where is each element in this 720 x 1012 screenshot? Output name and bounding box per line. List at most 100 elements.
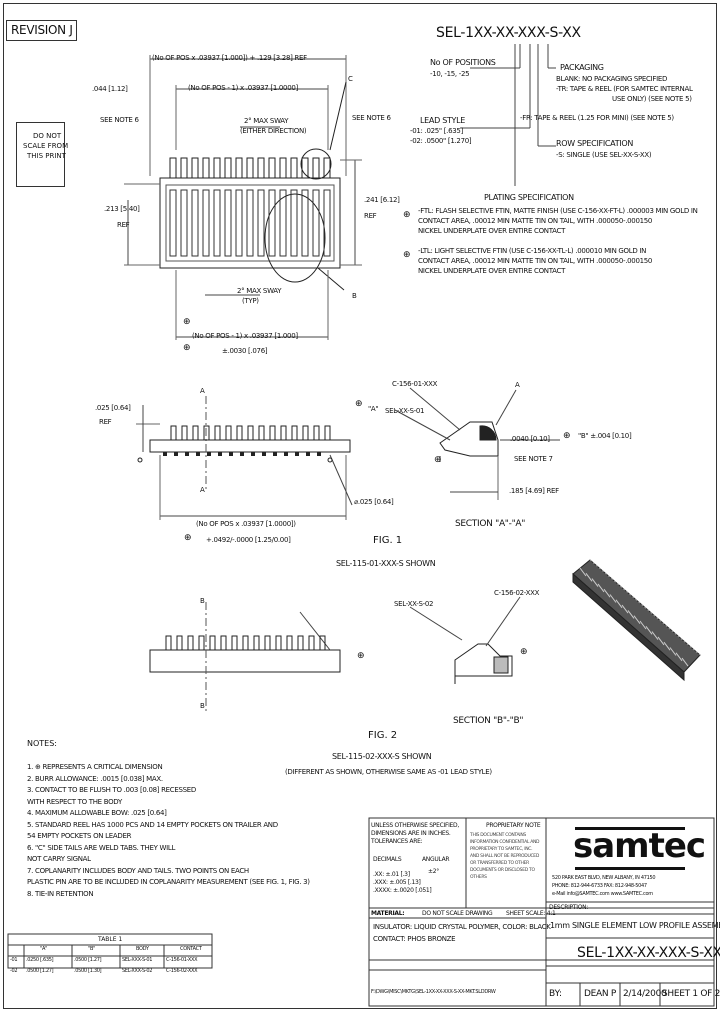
table-cell: SEL-XXX-S-01	[122, 957, 153, 963]
note-line: 6. "C" SIDE TAILS ARE WELD TABS. THEY WI…	[27, 843, 176, 852]
fig1-side-view	[136, 396, 353, 520]
section-bb-drawing	[409, 596, 521, 684]
fig2-title: FIG. 2	[368, 730, 398, 741]
sel-xx-s-02-label: SEL-XX-S-02	[394, 600, 434, 608]
dim-overall-length: (No OF POS x .03937 [1.000]) + .129 [3.2…	[152, 54, 307, 62]
tb-angular: ANGULAR	[422, 856, 450, 863]
fig2-contact	[198, 635, 205, 651]
fig1-contact	[181, 425, 188, 441]
table-cell: -02	[10, 968, 18, 974]
tb-decimal: DECIMALS	[373, 856, 402, 863]
note-line: WITH RESPECT TO THE BODY	[27, 797, 122, 806]
do-not-scale-line3: THIS PRINT	[27, 152, 66, 160]
tb-by-label: BY:	[549, 989, 563, 999]
either-direction: (EITHER DIRECTION)	[240, 127, 307, 135]
fig2-contact	[165, 635, 172, 651]
contact-slot	[301, 189, 309, 257]
star-b-label: "B" ±.004 [0.10]	[578, 432, 632, 440]
contact-slot	[246, 189, 254, 257]
fig1-foot	[185, 452, 189, 456]
packaging-line1: BLANK: NO PACKAGING SPECIFIED	[556, 75, 668, 83]
render-contact	[603, 588, 611, 598]
note-line: NOT CARRY SIGNAL	[27, 855, 91, 863]
fig1-contact	[291, 425, 298, 441]
section-bb-title: SECTION "B"-"B"	[453, 716, 524, 726]
table1-grid	[7, 933, 213, 969]
fig1-foot	[174, 452, 178, 456]
fig2-contact	[187, 635, 194, 651]
tb-ang: ±2°	[428, 868, 439, 875]
critical-dim-icon: ⊕	[434, 455, 442, 465]
fig2-contact	[253, 635, 260, 651]
fig2-contact	[275, 635, 282, 651]
plating-label: PLATING SPECIFICATION	[484, 193, 574, 202]
fig1-foot	[284, 452, 288, 456]
fig1-contact	[214, 425, 221, 441]
fig1-contact	[247, 425, 254, 441]
plating-line1: -FTL: FLASH SELECTIVE FTIN, MATTE FINISH…	[418, 207, 698, 215]
sel-xx-s-01-label: SEL-XX-S-01	[385, 407, 425, 415]
table-header-cell: BODY	[136, 946, 149, 952]
dim-025: .025 [0.64]	[95, 404, 131, 412]
dim-213-ref: REF	[117, 221, 130, 229]
tb-description-label: DESCRIPTION:	[549, 904, 589, 911]
contact-tail	[224, 157, 232, 178]
tb-contact: CONTACT: PHOS BRONZE	[373, 935, 456, 943]
render-contact	[633, 615, 641, 625]
dim-241-ref: REF	[364, 212, 377, 220]
tb-address: 520 PARK EAST BLVD, NEW ALBANY, IN 47150	[552, 875, 656, 881]
tb-description: 1mm SINGLE ELEMENT LOW PROFILE ASSEMBLY	[550, 921, 720, 930]
fig2-contact	[319, 635, 326, 651]
table-header-cell: "A"	[40, 946, 48, 952]
render-contact	[639, 620, 647, 630]
render-contact	[663, 641, 671, 651]
section-a-bottom-label: A	[200, 486, 205, 494]
samtec-logo-bar	[575, 827, 685, 830]
fig1-contact	[258, 425, 265, 441]
see-note6-left: SEE NOTE 6	[100, 116, 139, 124]
critical-dim-icon: ⊕	[403, 250, 411, 260]
note-line: 1. ⊕ REPRESENTS A CRITICAL DIMENSION	[27, 763, 163, 771]
plating-line3: NICKEL UNDERPLATE OVER ENTIRE CONTACT	[418, 227, 566, 235]
fig1-subtitle: SEL-115-01-XXX-S SHOWN	[336, 559, 436, 568]
contact-slot	[191, 189, 199, 257]
table-cell: .0500 [1.27]	[74, 957, 102, 963]
section-a-top-label: A	[200, 387, 205, 395]
tb-proprietary-text: THIS DOCUMENT CONTAINS INFORMATION CONFI…	[470, 833, 540, 880]
table-cell: .0500 [1.30]	[74, 968, 102, 974]
fig1-foot	[306, 452, 310, 456]
see-note7: SEE NOTE 7	[514, 455, 553, 463]
lead-style-02: -02: .0500" [1.270]	[410, 137, 472, 145]
contact-tail	[301, 157, 309, 178]
dim-bottom-tol: ±.0030 [.076]	[222, 347, 268, 355]
contact-tail	[213, 157, 221, 178]
critical-dim-icon: ⊕	[355, 399, 363, 409]
critical-dim-icon: ⊕	[520, 647, 528, 657]
contact-tail	[312, 157, 320, 178]
contact-slot	[169, 189, 177, 257]
note-line: PLASTIC PIN ARE TO BE INCLUDED IN COPLAN…	[27, 878, 310, 886]
dim-025-ref: REF	[99, 418, 112, 426]
contact-tail	[290, 157, 298, 178]
contact-tail	[191, 157, 199, 178]
render-contact	[585, 572, 593, 582]
row-spec-label: ROW SPECIFICATION	[556, 139, 634, 148]
fig2-contact	[220, 635, 227, 651]
note-line: 3. CONTACT TO BE FLUSH TO .003 [0.08] RE…	[27, 786, 197, 794]
fig1-foot	[273, 452, 277, 456]
tb-date: 2/14/2000	[623, 989, 667, 999]
section-aa-title: SECTION "A"-"A"	[455, 519, 526, 529]
dim-bottom-pitch: (No OF POS - 1) x .03937 [1.000]	[192, 332, 298, 340]
tb-d3: .XXXX: ±.0020 [.051]	[373, 887, 432, 894]
contact-slot	[213, 189, 221, 257]
fig1-contact	[192, 425, 199, 441]
table-cell: SEL-XXX-S-02	[122, 968, 153, 974]
render-contact	[675, 652, 683, 662]
contact-slot	[180, 189, 188, 257]
tb-drawing-number: SEL-1XX-XX-XXX-S-XX	[577, 945, 720, 961]
fig2-subtitle: SEL-115-02-XXX-S SHOWN	[332, 752, 432, 761]
render-contact	[579, 567, 587, 577]
fig1-foot	[218, 452, 222, 456]
render-contact	[615, 599, 623, 609]
